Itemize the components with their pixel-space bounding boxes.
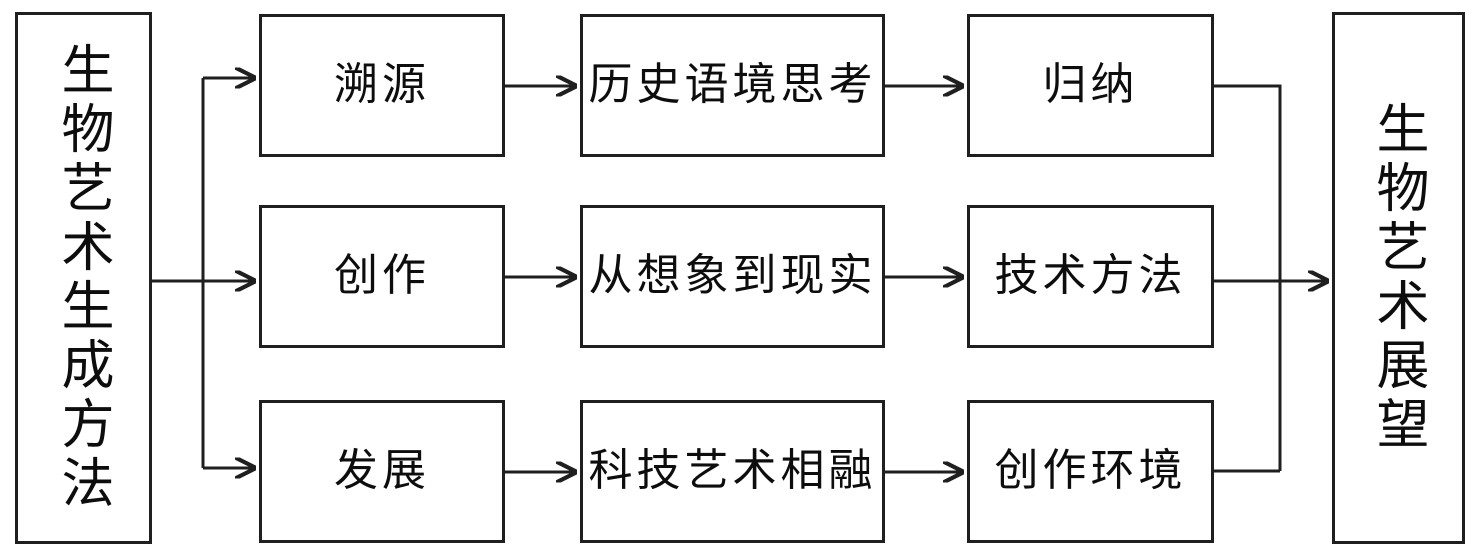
node-source-label: 生物艺术生成方法 xyxy=(53,42,114,514)
node-outcome-row-3-label: 创作环境 xyxy=(994,445,1187,497)
wire-outcome-1-to-mergebus xyxy=(1214,84,1282,471)
node-outcome-row-3[interactable]: 创作环境 xyxy=(967,400,1214,543)
node-middle-row-1[interactable]: 历史语境思考 xyxy=(580,14,885,157)
node-stage-row-3-label: 发展 xyxy=(334,445,430,497)
node-outcome-row-1[interactable]: 归纳 xyxy=(967,14,1214,157)
node-middle-row-3[interactable]: 科技艺术相融 xyxy=(580,400,885,543)
node-outcome-row-1-label: 归纳 xyxy=(1042,59,1139,111)
node-middle-row-3-label: 科技艺术相融 xyxy=(588,445,877,497)
node-outcome-row-2-label: 技术方法 xyxy=(994,250,1187,302)
node-stage-row-2[interactable]: 创作 xyxy=(259,205,505,348)
node-destination-label: 生物艺术展望 xyxy=(1368,101,1429,455)
node-middle-row-1-label: 历史语境思考 xyxy=(588,59,877,111)
node-middle-row-2[interactable]: 从想象到现实 xyxy=(580,205,885,348)
node-outcome-row-2[interactable]: 技术方法 xyxy=(967,205,1214,348)
node-stage-row-2-label: 创作 xyxy=(334,250,430,302)
node-middle-row-2-label: 从想象到现实 xyxy=(588,250,877,302)
node-source[interactable]: 生物艺术生成方法 xyxy=(15,12,152,544)
node-stage-row-1[interactable]: 溯源 xyxy=(259,14,505,157)
node-stage-row-1-label: 溯源 xyxy=(334,59,430,111)
node-destination[interactable]: 生物艺术展望 xyxy=(1332,12,1465,544)
node-stage-row-3[interactable]: 发展 xyxy=(259,400,505,543)
